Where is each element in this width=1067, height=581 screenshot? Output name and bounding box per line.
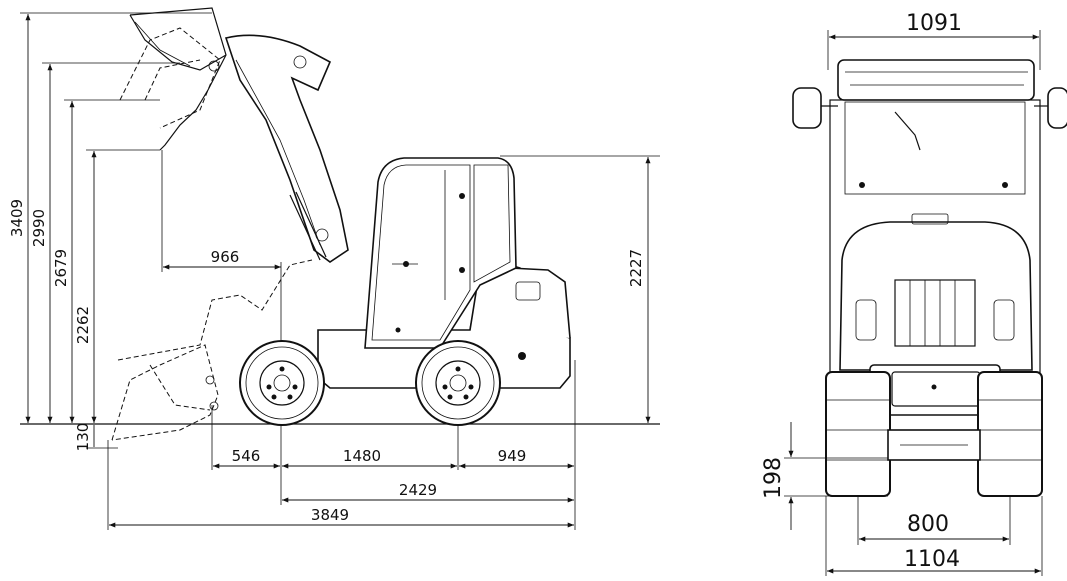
label-1480: 1480 <box>343 447 381 465</box>
label-2262: 2262 <box>74 306 92 344</box>
label-1091: 1091 <box>906 11 962 36</box>
label-2429: 2429 <box>399 481 437 499</box>
label-3409: 3409 <box>8 199 26 237</box>
label-949: 949 <box>498 447 527 465</box>
front-right-tire <box>977 371 1043 497</box>
front-left-tire <box>825 371 891 497</box>
front-wheel <box>239 340 325 426</box>
label-2990: 2990 <box>30 209 48 247</box>
rear-wheel <box>415 340 501 426</box>
label-3849: 3849 <box>311 506 349 524</box>
loader-front-silhouette <box>792 59 1067 497</box>
front-view: 1091 <box>761 11 1067 576</box>
label-546: 546 <box>232 447 261 465</box>
label-2679: 2679 <box>52 249 70 287</box>
loader-side-silhouette <box>111 7 571 441</box>
label-2227: 2227 <box>627 249 645 287</box>
label-1104: 1104 <box>904 547 960 572</box>
side-view: 3409 2990 2679 2262 130 2227 966 546 148… <box>8 7 660 530</box>
label-966: 966 <box>211 248 240 266</box>
label-130: 130 <box>74 423 92 452</box>
label-800: 800 <box>907 512 949 537</box>
label-198: 198 <box>761 457 786 499</box>
